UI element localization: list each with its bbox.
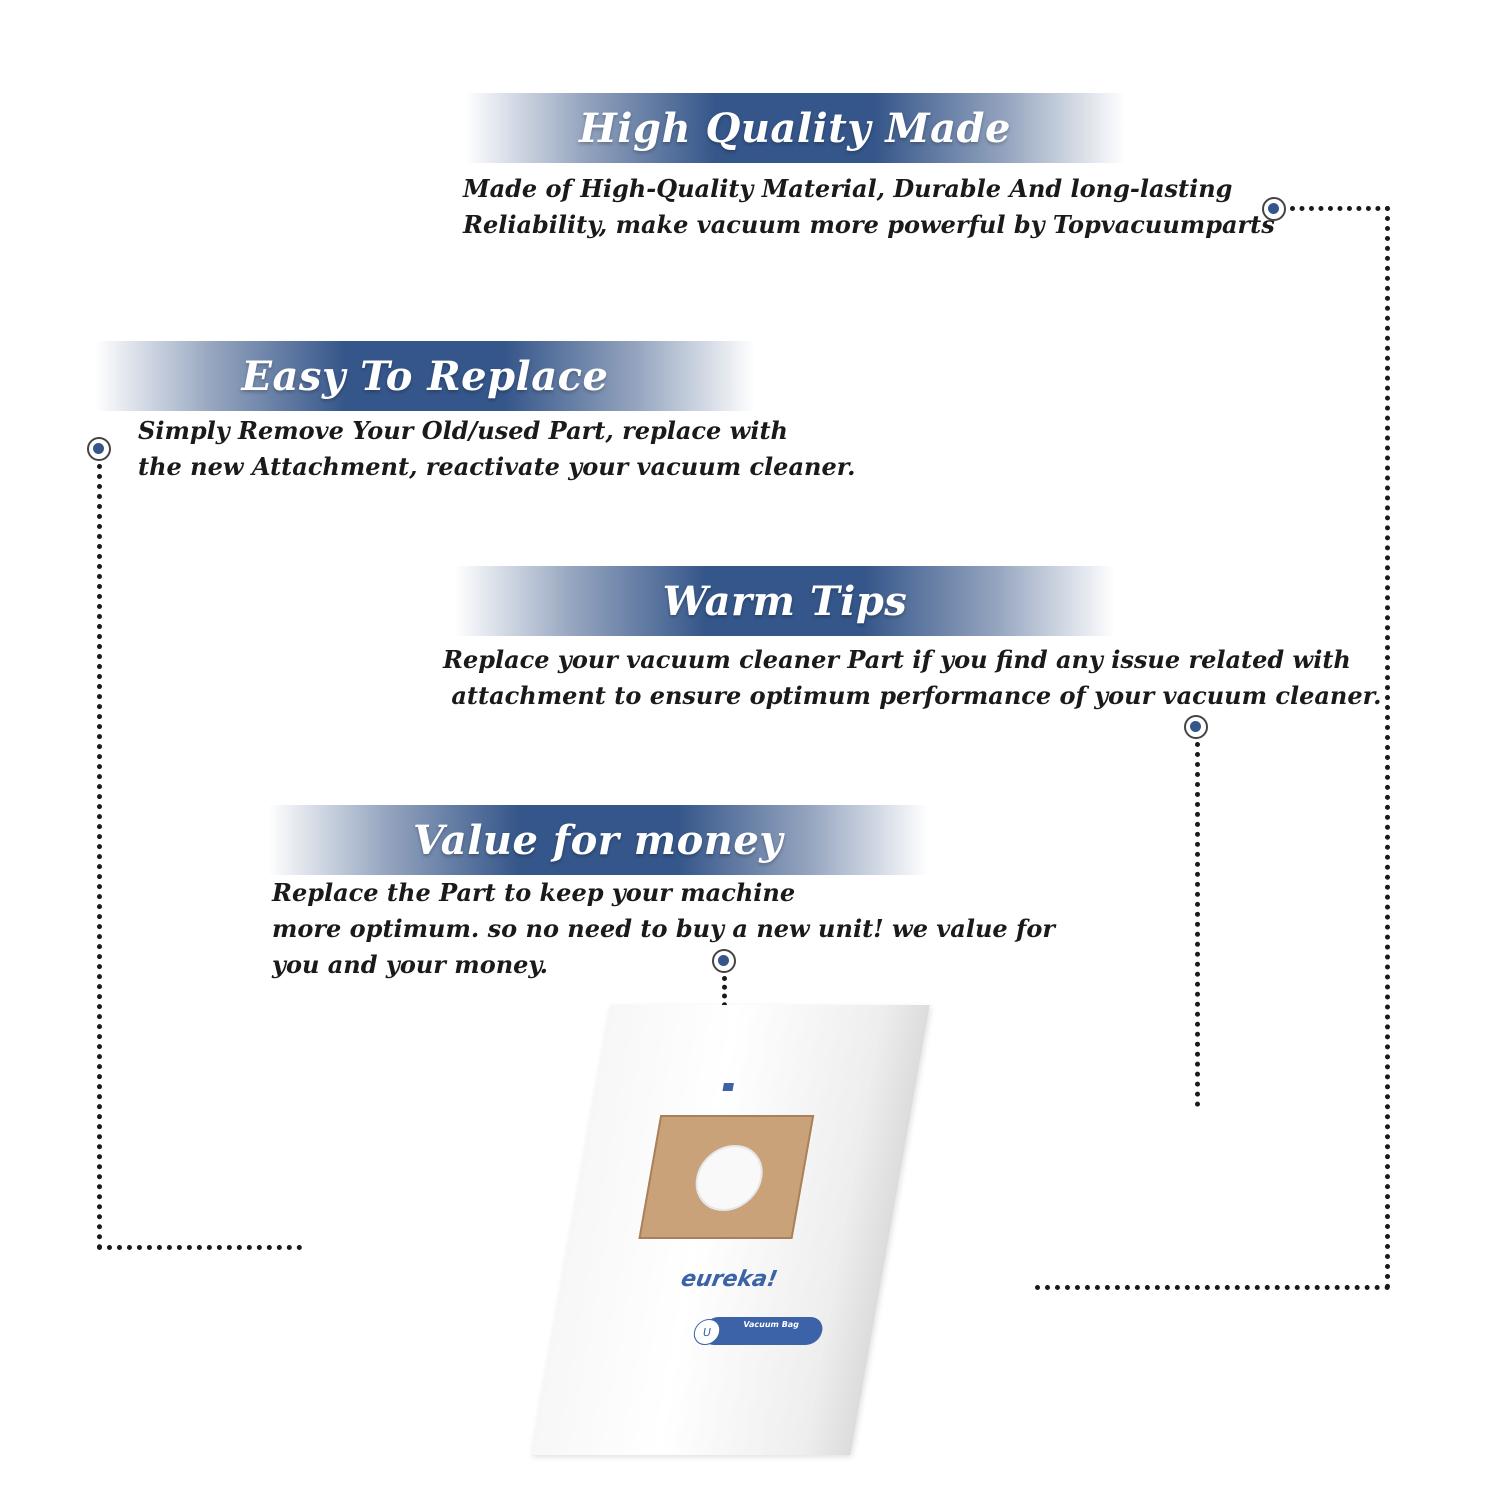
description-line: the new Attachment, reactivate your vacu… [138, 452, 856, 481]
section-description: Simply Remove Your Old/used Part, replac… [138, 413, 856, 485]
home-icon [722, 1083, 734, 1091]
product-vacuum-bag: eureka! U Vacuum Bag [530, 1005, 930, 1455]
banner-warm-tips: Warm Tips [455, 566, 1115, 636]
section-title: Warm Tips [662, 577, 908, 625]
brand-logo: eureka! [679, 1267, 780, 1292]
dotted-connector [1290, 206, 1390, 216]
banner-high-quality: High Quality Made [465, 93, 1125, 163]
bag-type-label: U Vacuum Bag [691, 1317, 825, 1345]
bullet-marker-icon [1262, 197, 1286, 221]
section-title: Easy To Replace [241, 352, 609, 400]
dotted-connector [1385, 206, 1395, 1290]
description-line: Reliability, make vacuum more powerful b… [463, 210, 1275, 239]
description-line: Replace your vacuum cleaner Part if you … [443, 645, 1351, 674]
bag-type-text: Vacuum Bag [742, 1320, 800, 1329]
banner-value-money: Value for money [268, 805, 928, 875]
bag-intake-hole [690, 1145, 768, 1211]
section-title: High Quality Made [579, 104, 1011, 152]
description-line: you and your money. [272, 950, 548, 979]
dotted-connector [1195, 742, 1205, 1107]
section-description: Replace your vacuum cleaner Part if you … [443, 642, 1381, 714]
bullet-marker-icon [1184, 715, 1208, 739]
description-line: Replace the Part to keep your machine [272, 878, 796, 907]
description-line: Made of High-Quality Material, Durable A… [463, 174, 1233, 203]
description-line: Simply Remove Your Old/used Part, replac… [138, 416, 788, 445]
section-description: Made of High-Quality Material, Durable A… [463, 171, 1275, 243]
dotted-connector [722, 976, 732, 1016]
section-title: Value for money [412, 816, 784, 864]
banner-easy-replace: Easy To Replace [95, 341, 755, 411]
bag-cardboard-collar [638, 1115, 815, 1239]
bullet-marker-icon [87, 437, 111, 461]
description-line: more optimum. so no need to buy a new un… [272, 914, 1055, 943]
dotted-connector [97, 1245, 302, 1255]
description-line: attachment to ensure optimum performance… [443, 681, 1382, 710]
dotted-connector [97, 464, 107, 1250]
section-description: Replace the Part to keep your machine mo… [272, 875, 1055, 983]
dotted-connector [1035, 1285, 1390, 1295]
bullet-marker-icon [712, 949, 736, 973]
